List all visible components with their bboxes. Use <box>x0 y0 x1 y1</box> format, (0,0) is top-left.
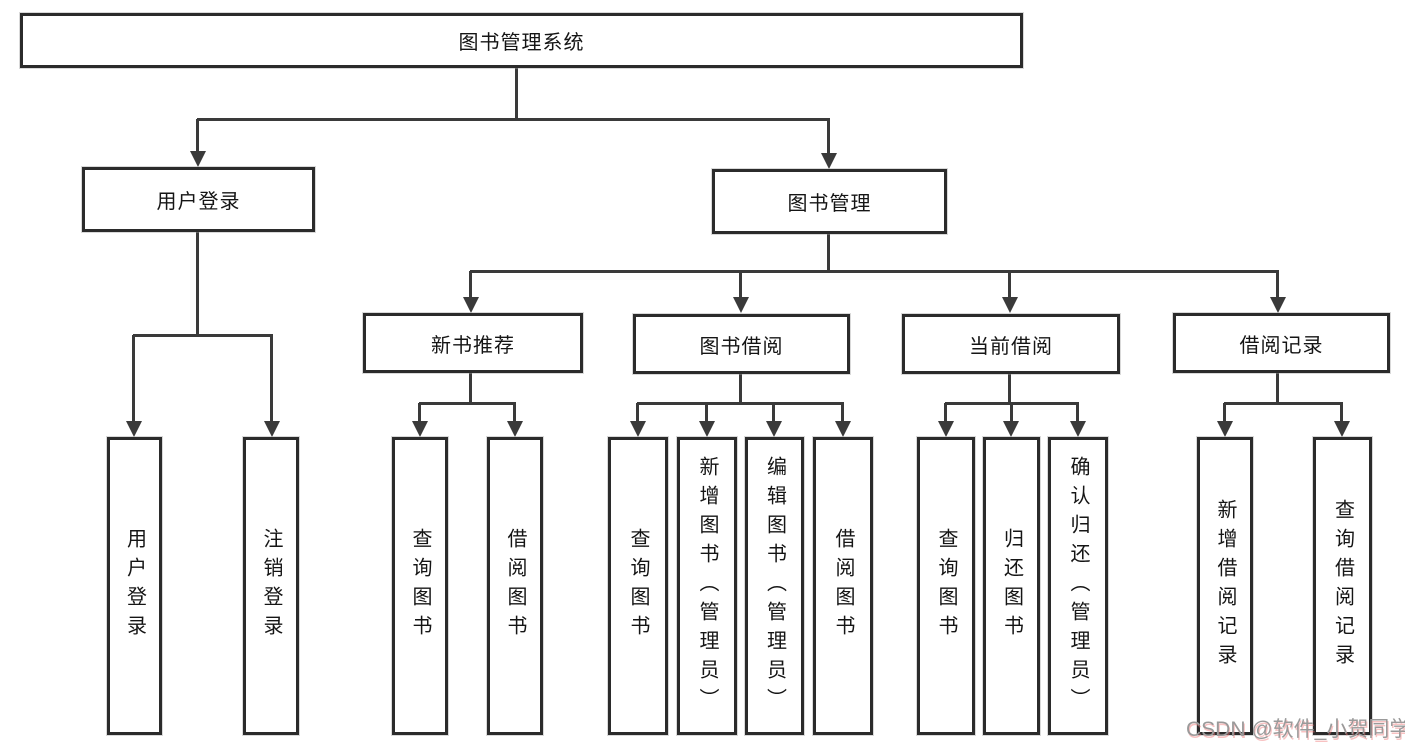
node-label: 图书借阅 <box>699 335 784 358</box>
leaf-return-books: 归还图书 <box>983 437 1040 735</box>
leaf-label: 查询图书 <box>409 528 431 644</box>
node-book-management: 图书管理 <box>712 169 947 234</box>
arrow-down-icon <box>630 421 646 437</box>
connector-line <box>419 402 516 405</box>
connector-line <box>132 335 135 422</box>
leaf-logout: 注销登录 <box>243 437 299 735</box>
leaf-label: 查询借阅记录 <box>1331 499 1354 673</box>
connector-line <box>418 403 421 422</box>
leaf-label: 注销登录 <box>260 528 282 644</box>
leaf-query-borrow-record: 查询借阅记录 <box>1313 437 1372 735</box>
arrow-down-icon <box>1002 297 1018 313</box>
connector-line <box>196 232 199 337</box>
leaf-label: 归还图书 <box>1000 528 1023 644</box>
node-book-borrowing: 图书借阅 <box>633 314 850 374</box>
leaf-query-books-recommend: 查询图书 <box>392 437 448 735</box>
node-label: 借阅记录 <box>1239 334 1324 357</box>
leaf-user-login: 用户登录 <box>107 437 162 735</box>
arrow-down-icon <box>412 421 428 437</box>
connector-line <box>739 374 742 404</box>
connector-line <box>772 403 775 422</box>
connector-line <box>196 119 199 153</box>
connector-line <box>1276 271 1279 298</box>
node-new-book-recommend: 新书推荐 <box>363 313 583 373</box>
leaf-label: 查询图书 <box>935 528 957 644</box>
leaf-label: 借阅图书 <box>504 528 526 644</box>
connector-line <box>1076 403 1079 422</box>
arrow-down-icon <box>507 421 523 437</box>
arrow-down-icon <box>1070 421 1086 437</box>
arrow-down-icon <box>766 421 782 437</box>
connector-line <box>515 68 518 120</box>
connector-line <box>827 119 830 154</box>
arrow-down-icon <box>835 421 851 437</box>
arrow-down-icon <box>733 297 749 313</box>
connector-line <box>1224 402 1343 405</box>
csdn-watermark: CSDN @软件_小贺同学 <box>1186 718 1405 741</box>
connector-line <box>1340 403 1343 422</box>
leaf-label: 用户登录 <box>123 528 146 644</box>
leaf-label: 新增图书（管理员） <box>696 455 718 717</box>
connector-line <box>133 334 273 337</box>
leaf-label: 确认归还（管理员） <box>1067 455 1089 717</box>
node-user-login: 用户登录 <box>82 167 315 232</box>
arrow-down-icon <box>1003 421 1019 437</box>
connector-line <box>513 403 516 422</box>
connector-line <box>1010 403 1013 422</box>
connector-line <box>705 403 708 422</box>
arrow-down-icon <box>190 151 206 167</box>
arrow-down-icon <box>126 421 142 437</box>
node-current-borrowing: 当前借阅 <box>902 314 1120 374</box>
connector-line <box>1008 271 1011 298</box>
arrow-down-icon <box>1217 421 1233 437</box>
arrow-down-icon <box>938 421 954 437</box>
connector-line <box>1223 403 1226 422</box>
connector-line <box>841 403 844 422</box>
connector-line <box>636 403 639 422</box>
connector-line <box>1276 373 1279 404</box>
connector-line <box>944 403 947 422</box>
connector-line <box>637 402 844 405</box>
leaf-add-books-admin: 新增图书（管理员） <box>677 437 737 735</box>
node-label: 图书管理 <box>787 193 872 215</box>
leaf-add-borrow-record: 新增借阅记录 <box>1197 437 1253 735</box>
arrow-down-icon <box>463 297 479 313</box>
leaf-label: 编辑图书（管理员） <box>763 455 786 717</box>
leaf-borrow-books: 借阅图书 <box>813 437 873 735</box>
node-label: 新书推荐 <box>431 334 515 357</box>
leaf-label: 新增借阅记录 <box>1214 499 1236 673</box>
leaf-label: 查询图书 <box>627 528 649 644</box>
node-borrow-records: 借阅记录 <box>1173 313 1390 373</box>
connector-line <box>470 270 1279 273</box>
connector-line <box>270 335 273 422</box>
node-library-system: 图书管理系统 <box>20 13 1023 68</box>
arrow-down-icon <box>821 153 837 169</box>
connector-line <box>1008 374 1011 404</box>
leaf-query-books-borrow: 查询图书 <box>608 437 668 735</box>
arrow-down-icon <box>264 421 280 437</box>
node-label: 当前借阅 <box>969 335 1053 358</box>
leaf-borrow-books-recommend: 借阅图书 <box>487 437 543 735</box>
node-label: 用户登录 <box>156 191 241 213</box>
arrow-down-icon <box>1334 421 1350 437</box>
arrow-down-icon <box>1270 297 1286 313</box>
leaf-edit-books-admin: 编辑图书（管理员） <box>745 437 804 735</box>
connector-line <box>739 271 742 298</box>
connector-line <box>945 402 1079 405</box>
leaf-confirm-return-admin: 确认归还（管理员） <box>1048 437 1108 735</box>
connector-line <box>197 118 830 121</box>
leaf-query-books-current: 查询图书 <box>917 437 975 735</box>
connector-line <box>827 234 830 273</box>
connector-line <box>469 373 472 404</box>
arrow-down-icon <box>699 421 715 437</box>
connector-line <box>469 271 472 298</box>
leaf-label: 借阅图书 <box>832 528 854 644</box>
node-label: 图书管理系统 <box>458 32 585 54</box>
